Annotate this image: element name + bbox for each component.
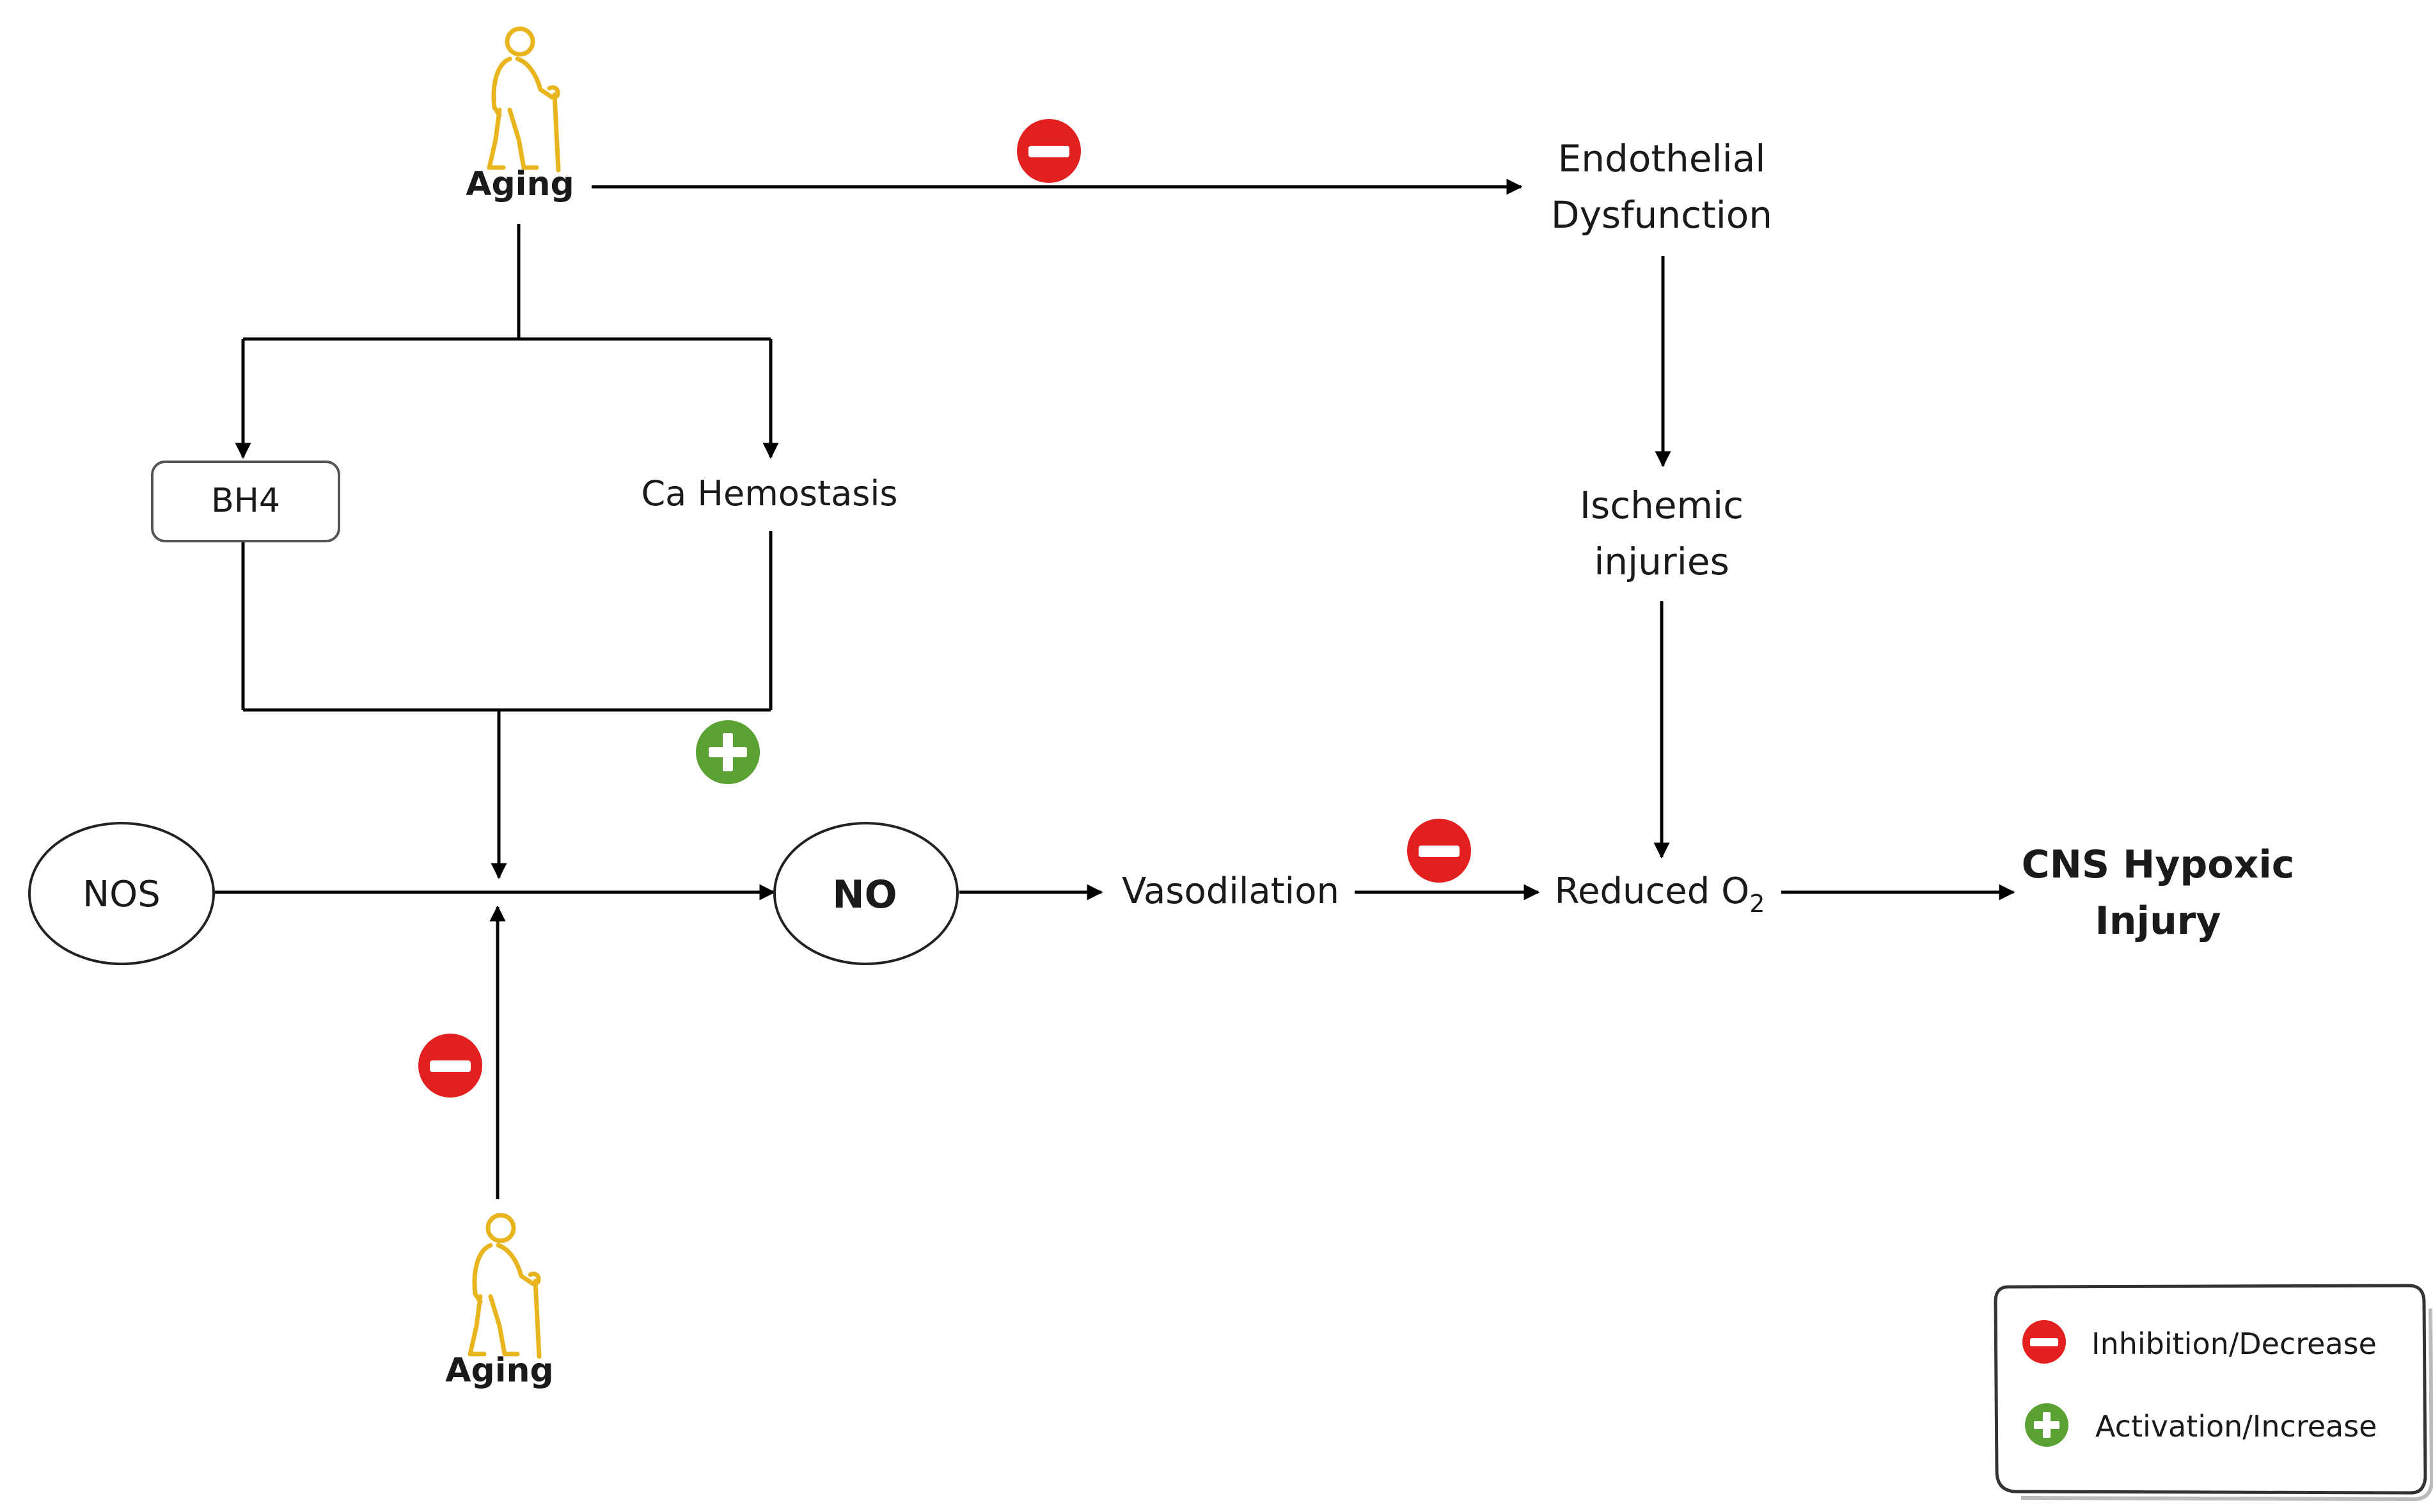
bh4-node: BH4 — [151, 461, 340, 542]
legend-inhibition-label: Inhibition/Decrease — [2091, 1327, 2377, 1361]
nos-node: NOS — [28, 822, 215, 965]
plus-circle-icon — [2025, 1403, 2068, 1447]
connectors — [215, 178, 2015, 1199]
no-label: NO — [832, 872, 897, 917]
vasodilation-label: Vasodilation — [1122, 870, 1339, 912]
ischemic-label-line2: injuries — [1594, 540, 1729, 583]
aging-top-node: Aging — [466, 29, 574, 203]
aging-top-label: Aging — [466, 165, 574, 203]
reduced-o2-label: Reduced O2 — [1555, 870, 1765, 918]
minus-circle-icon — [1017, 119, 1081, 183]
elderly-person-icon-bottom — [470, 1215, 539, 1357]
bh4-label: BH4 — [211, 482, 280, 520]
ischemic-injuries-node: Ischemic injuries — [1580, 484, 1744, 583]
cns-hypoxic-injury-node: CNS Hypoxic Injury — [2022, 842, 2295, 943]
cns-label-line1: CNS Hypoxic — [2022, 842, 2295, 887]
legend: Inhibition/Decrease Activation/Increase — [1994, 1284, 2433, 1502]
minus-circle-icon — [418, 1034, 482, 1098]
legend-activation-label: Activation/Increase — [2095, 1409, 2377, 1444]
minus-circle-icon — [2022, 1320, 2066, 1364]
plus-circle-icon — [696, 720, 760, 784]
elderly-person-icon — [489, 29, 558, 170]
ca-hemostasis-label: Ca Hemostasis — [641, 473, 897, 514]
aging-bottom-node: Aging — [445, 1215, 554, 1390]
minus-circle-icon — [1407, 819, 1471, 883]
endothelial-label-line2: Dysfunction — [1551, 193, 1772, 237]
no-node: NO — [773, 822, 959, 965]
endothelial-label-line1: Endothelial — [1558, 137, 1766, 180]
aging-bottom-label: Aging — [445, 1351, 554, 1390]
endothelial-dysfunction-node: Endothelial Dysfunction — [1551, 137, 1772, 237]
ischemic-label-line1: Ischemic — [1580, 484, 1744, 527]
cns-label-line2: Injury — [2095, 899, 2221, 943]
nos-label: NOS — [83, 874, 161, 915]
